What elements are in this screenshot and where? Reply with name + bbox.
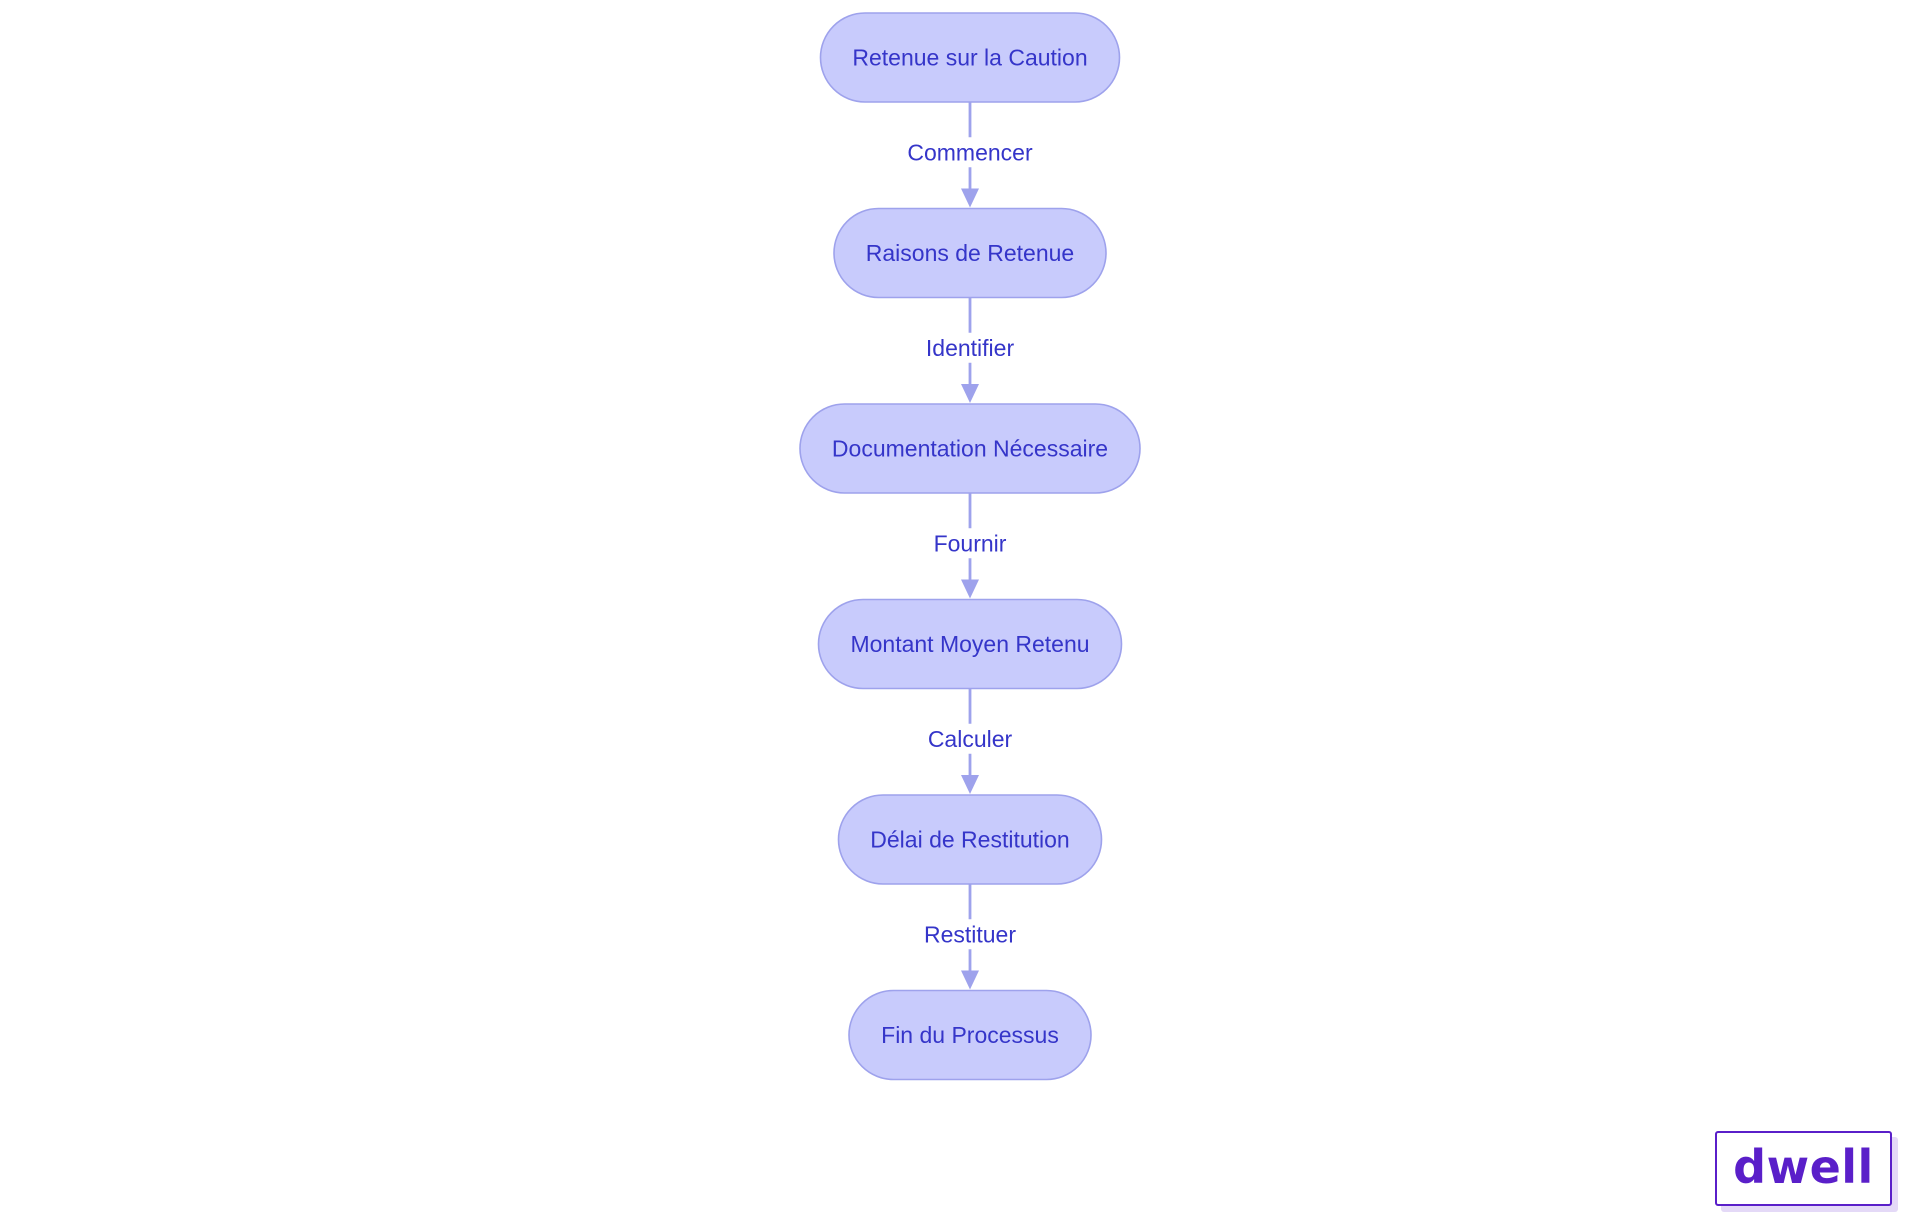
flowchart-edges: CommencerIdentifierFournirCalculerRestit… [903,102,1037,990]
logo-text: dwell [1733,1139,1874,1194]
flow-node: Documentation Nécessaire [799,403,1141,494]
flow-node-shape [833,207,1107,299]
flow-edge-label-background [919,919,1021,950]
flow-node-label: Raisons de Retenue [866,240,1074,266]
flow-edge-label: Identifier [926,335,1015,361]
flow-node: Fin du Processus [848,989,1092,1081]
flow-edge-label-background [921,332,1019,363]
flow-node-shape [819,12,1121,103]
flow-edge-arrowhead [961,188,979,208]
flow-edge-label-background [903,137,1037,168]
flow-edge-label-background [929,528,1011,559]
flow-node: Délai de Restitution [837,794,1103,885]
flow-node-label: Retenue sur la Caution [852,45,1087,71]
dwell-logo: dwell [1715,1131,1892,1206]
flow-edge-arrowhead [961,970,979,990]
flow-node-label: Fin du Processus [881,1022,1059,1048]
flow-node: Montant Moyen Retenu [817,598,1123,690]
flow-node-label: Montant Moyen Retenu [850,631,1089,657]
flow-edge: Fournir [929,493,1011,599]
flow-edge: Identifier [921,297,1019,403]
flow-node-label: Délai de Restitution [870,827,1069,853]
flow-node-shape [799,403,1141,494]
flow-edge-label: Commencer [907,139,1033,165]
flow-edge-label: Calculer [928,726,1013,752]
flow-node-shape [848,989,1092,1081]
flow-node: Retenue sur la Caution [819,12,1121,103]
flow-node-shape [837,794,1103,885]
flow-edge-label-background [923,723,1017,754]
flow-edge-arrowhead [961,579,979,599]
flow-edge-arrowhead [961,384,979,403]
flow-edge-arrowhead [961,775,979,794]
flow-edge-label: Fournir [934,530,1007,556]
flow-node-shape [817,598,1123,690]
flow-edge: Commencer [903,102,1037,208]
flow-edge: Restituer [919,884,1021,990]
flow-edge-label: Restituer [924,921,1016,947]
flow-edge: Calculer [923,688,1017,794]
flow-node-label: Documentation Nécessaire [832,436,1108,462]
flow-node: Raisons de Retenue [833,207,1107,299]
